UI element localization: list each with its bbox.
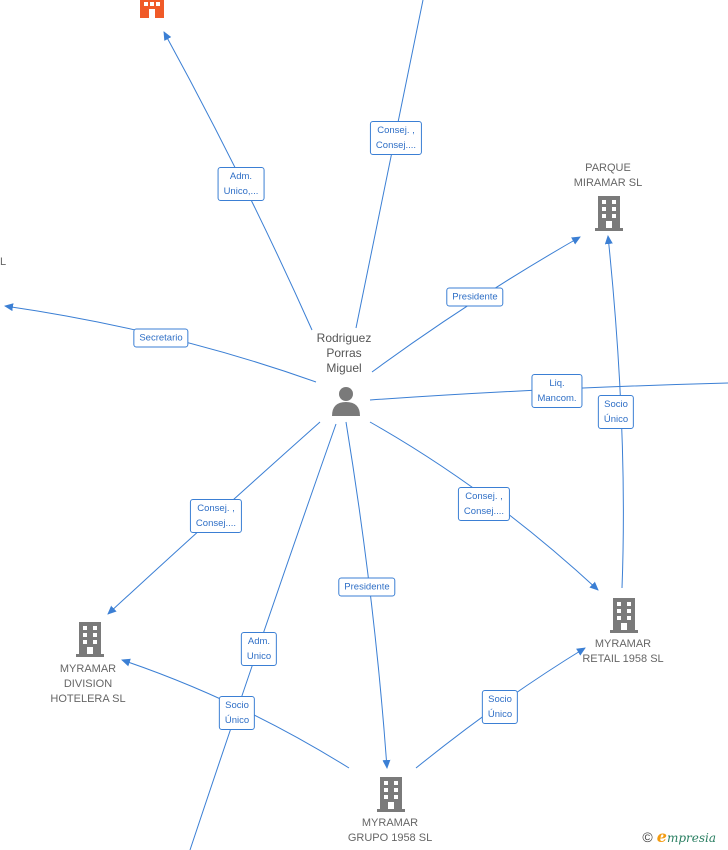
company-label-myramar-retail[interactable]: MYRAMAR RETAIL 1958 SL	[582, 638, 664, 665]
building-icon[interactable]	[609, 598, 639, 633]
edge-presidente-grupo	[345, 421, 391, 769]
building-icon[interactable]	[376, 777, 406, 812]
edge-consej-top	[355, 0, 424, 329]
edge-label-consej-retail[interactable]: Consej. ,Consej....	[457, 487, 511, 521]
person-name-label[interactable]: Rodriguez Porras Miguel	[316, 331, 372, 375]
company-label-parque-miramar[interactable]: PARQUE MIRAMAR SL	[573, 162, 643, 189]
edge-label-liq-mancom[interactable]: Liq.Mancom.	[531, 374, 583, 408]
company-label-left-cut[interactable]: L	[0, 256, 7, 268]
edge-label-adm-bottom[interactable]: Adm.Unico	[240, 632, 278, 666]
edge-label-presidente-grupo[interactable]: Presidente	[338, 577, 396, 597]
edge-label-consej-division[interactable]: Consej. ,Consej....	[189, 499, 243, 533]
building-icon[interactable]	[137, 0, 167, 18]
brand-footer[interactable]: © empresia	[642, 827, 716, 846]
edge-label-consej-top[interactable]: Consej. ,Consej....	[369, 121, 423, 155]
edge-label-secretario[interactable]: Secretario	[133, 328, 189, 348]
building-icon[interactable]	[75, 622, 105, 657]
copyright-icon: ©	[642, 828, 653, 845]
brand-logo[interactable]: empresia	[656, 827, 716, 846]
edge-label-presidente-parque[interactable]: Presidente	[446, 287, 504, 307]
person-icon[interactable]	[331, 386, 361, 416]
company-label-myramar-division[interactable]: MYRAMAR DIVISION HOTELERA SL	[50, 663, 126, 705]
company-label-myramar-grupo[interactable]: MYRAMAR GRUPO 1958 SL	[347, 817, 433, 844]
building-icon[interactable]	[594, 196, 624, 231]
edge-label-adm-top[interactable]: Adm.Unico,...	[217, 167, 265, 201]
